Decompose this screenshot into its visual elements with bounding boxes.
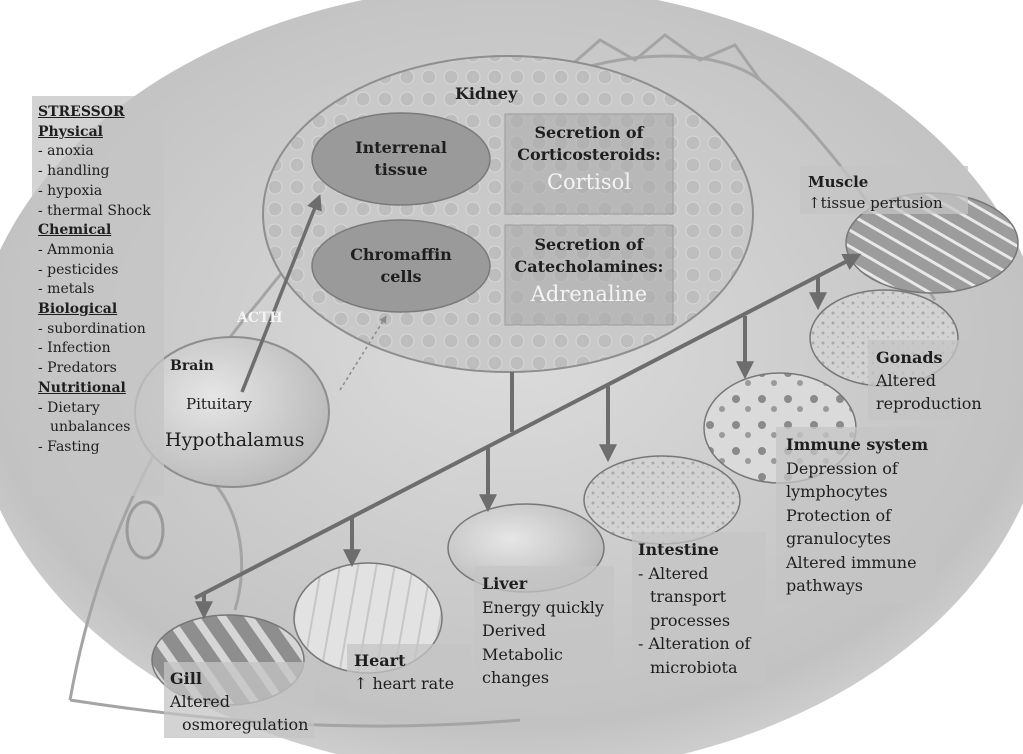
immune-label: Immune system Depression of lymphocytes … <box>786 433 928 598</box>
cortisol-label: Cortisol <box>505 166 673 198</box>
hypothalamus-label: Hypothalamus <box>165 428 305 452</box>
stressor-item: - handling <box>38 162 151 182</box>
stressor-item: - Dietary <box>38 399 151 419</box>
adrenaline-label: Adrenaline <box>505 278 673 310</box>
muscle-label: Muscle ↑tissue pertusion <box>808 172 943 214</box>
nutritional-title: Nutritional <box>38 379 151 399</box>
stressor-item: - anoxia <box>38 142 151 162</box>
stressor-item: - hypoxia <box>38 182 151 202</box>
heart-label: Heart ↑ heart rate <box>354 649 454 695</box>
liver-label: Liver Energy quickly Derived Metabolic c… <box>482 572 604 690</box>
kidney-title: Kidney <box>455 84 517 104</box>
acth-label: ACTH <box>237 308 283 328</box>
stressor-list: STRESSOR Physical - anoxia - handling - … <box>38 103 151 458</box>
stressor-item: - Predators <box>38 359 151 379</box>
stressor-item: - metals <box>38 280 151 300</box>
biological-title: Biological <box>38 300 151 320</box>
corticosteroid-label: Secretion of Corticosteroids: Cortisol <box>505 122 673 198</box>
stressor-item: - Infection <box>38 339 151 359</box>
interrenal-label: Interrenal tissue <box>350 137 452 181</box>
gill-label: Gill Altered osmoregulation <box>170 667 308 736</box>
stressor-item: - Ammonia <box>38 241 151 261</box>
physical-title: Physical <box>38 123 151 143</box>
stressor-item: - subordination <box>38 320 151 340</box>
chemical-title: Chemical <box>38 221 151 241</box>
stressor-item: unbalances <box>38 418 151 438</box>
stressor-item: - pesticides <box>38 261 151 281</box>
stressor-heading: STRESSOR <box>38 103 151 123</box>
stressor-item: - Fasting <box>38 438 151 458</box>
intestine-label: Intestine - Altered transport processes … <box>638 538 750 679</box>
catecholamine-label: Secretion of Catecholamines: Adrenaline <box>505 234 673 310</box>
gonads-label: Gonads Altered reproduction <box>876 346 982 415</box>
stressor-item: - thermal Shock <box>38 202 151 222</box>
brain-title: Brain <box>170 356 214 376</box>
chromaffin-label: Chromaffin cells <box>350 244 452 288</box>
pituitary-label: Pituitary <box>186 394 252 414</box>
intestine-tissue-image <box>584 456 740 544</box>
